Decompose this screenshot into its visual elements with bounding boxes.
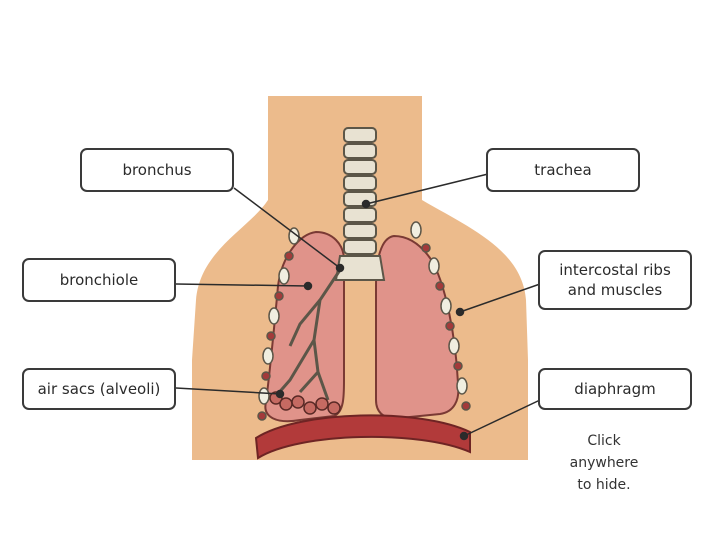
label-intercostal-line2: and muscles	[567, 281, 663, 299]
label-trachea[interactable]: trachea	[486, 148, 640, 192]
hint-line-2: anywhere	[569, 455, 639, 471]
label-bronchus-text: bronchus	[122, 161, 192, 179]
label-intercostal-line1: intercostal ribs	[559, 261, 671, 279]
right-rib-cage	[257, 227, 300, 421]
label-bronchiole-text: bronchiole	[59, 271, 139, 289]
label-air-sacs[interactable]: air sacs (alveoli)	[22, 368, 176, 410]
diaphragm-muscle	[254, 414, 471, 460]
leader-lines	[175, 173, 541, 441]
left-rib-cage	[410, 221, 471, 411]
label-bronchiole[interactable]: bronchiole	[22, 258, 176, 302]
label-trachea-text: trachea	[534, 161, 592, 179]
trachea-tube	[334, 127, 386, 281]
label-bronchus[interactable]: bronchus	[80, 148, 234, 192]
label-diaphragm-text: diaphragm	[574, 380, 656, 398]
label-intercostal-ribs-and-muscles[interactable]: intercostal ribs and muscles	[538, 250, 692, 310]
label-diaphragm[interactable]: diaphragm	[538, 368, 692, 410]
left-lung	[375, 234, 460, 420]
label-air-sacs-text: air sacs (alveoli)	[37, 380, 161, 398]
hide-labels-hint[interactable]: Click anywhere to hide.	[556, 430, 652, 496]
hint-line-1: Click	[587, 433, 621, 449]
hint-line-3: to hide.	[577, 477, 631, 493]
